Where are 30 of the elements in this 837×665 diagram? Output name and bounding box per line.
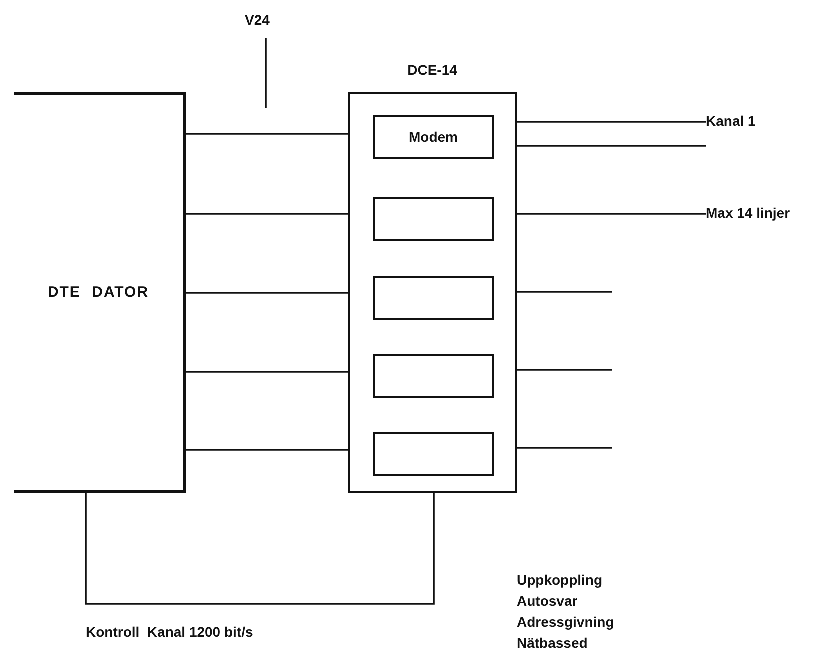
box-label: Modem (409, 129, 458, 145)
line-label: Kanal 1 (706, 113, 756, 129)
slot-box (373, 276, 494, 320)
leader-line (265, 38, 267, 108)
feature-note: Nätbassed (517, 635, 588, 651)
connection-line (85, 493, 435, 605)
unit-heading: DCE-14 (406, 62, 458, 78)
slot-box (373, 197, 494, 241)
connection-line (517, 213, 706, 215)
connection-line (517, 447, 612, 449)
feature-note: Adressgivning (517, 614, 614, 630)
feature-note: Uppkoppling (517, 572, 603, 588)
connection-line (186, 213, 348, 215)
slot-box (373, 432, 494, 476)
connection-line (517, 369, 612, 371)
line-label: Max 14 linjer (706, 205, 790, 221)
box-label: DTE DATOR (48, 284, 150, 301)
modem-box (373, 115, 494, 159)
connection-line (186, 449, 348, 451)
connection-line (517, 145, 706, 147)
line-label: V24 (245, 12, 270, 28)
connection-line (517, 121, 706, 123)
connection-line (517, 291, 612, 293)
connection-line (186, 371, 348, 373)
feature-note: Autosvar (517, 593, 578, 609)
computer-box (14, 92, 186, 493)
slot-box (373, 354, 494, 398)
connection-line (186, 133, 348, 135)
connection-line (186, 292, 348, 294)
edge-label: Kontroll Kanal 1200 bit/s (86, 624, 254, 640)
